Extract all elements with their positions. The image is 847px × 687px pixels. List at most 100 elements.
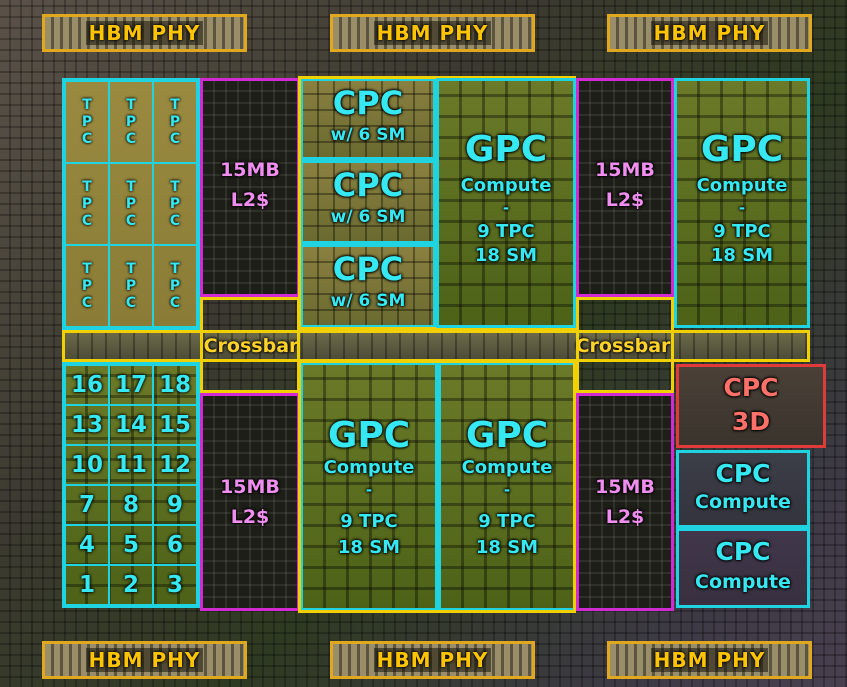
tpc-letter: T (82, 96, 92, 113)
l2-cache-bottom-left: 15MB L2$ (200, 393, 300, 611)
tpc-number-cell: 14 (109, 405, 153, 445)
bottom-center-cluster-outline (298, 360, 576, 613)
hbm-phy-top-left: HBM PHY (42, 14, 247, 52)
cpc-subtitle: w/ 6 SM (330, 125, 406, 145)
hbm-phy-label: HBM PHY (650, 648, 769, 672)
hbm-phy-label: HBM PHY (373, 21, 492, 45)
cpc-subtitle: w/ 6 SM (330, 291, 406, 311)
gpc-type: Compute (323, 457, 415, 478)
tpc-letter: P (81, 277, 93, 294)
tpc-number-cell: 13 (65, 405, 109, 445)
gpc-top-center: GPC Compute - 9 TPC 18 SM (436, 78, 576, 328)
gpc-dash: - (502, 199, 510, 217)
tpc-number-cell: 1 (65, 565, 109, 605)
hbm-phy-bottom-left: HBM PHY (42, 641, 247, 679)
tpc-letter: T (170, 260, 180, 277)
hbm-phy-bottom-right: HBM PHY (607, 641, 812, 679)
tpc-letter: T (170, 96, 180, 113)
gpc-title: GPC (700, 129, 784, 170)
cpc-3d-title: CPC (723, 373, 779, 402)
l2-name-label: L2$ (605, 506, 645, 528)
gpc-sm-count: 18 SM (710, 245, 774, 266)
tpc-number-cell: 2 (109, 565, 153, 605)
l2-cache-bottom-right: 15MB L2$ (576, 393, 674, 611)
gpc-sm-count: 18 SM (474, 245, 538, 266)
gpc-sm-count: 18 SM (337, 537, 401, 558)
cpc-3d: CPC 3D (676, 364, 826, 448)
l2-name-label: L2$ (230, 506, 270, 528)
cpc-3d-subtitle: 3D (731, 407, 771, 436)
cpc-compute-title: CPC (715, 459, 771, 488)
tpc-letter: P (169, 113, 181, 130)
cpc-sm-2: CPC w/ 6 SM (300, 160, 436, 244)
tpc-number-cell: 5 (109, 525, 153, 565)
gpc-tpc-count: 9 TPC (340, 511, 398, 532)
cpc-title: CPC (332, 166, 404, 204)
tpc-letter: C (81, 212, 93, 229)
hbm-phy-label: HBM PHY (650, 21, 769, 45)
tpc-number-cell: 17 (109, 365, 153, 405)
l2-name-label: L2$ (605, 189, 645, 211)
tpc-number-cell: 6 (153, 525, 197, 565)
tpc-letter: C (169, 212, 181, 229)
tpc-letter: C (169, 294, 181, 311)
tpc-number-cell: 4 (65, 525, 109, 565)
tpc-letter: P (125, 195, 137, 212)
cpc-title: CPC (332, 84, 404, 122)
tpc-number-cell: 10 (65, 445, 109, 485)
crossbar-junction-left (200, 297, 300, 393)
hbm-phy-top-center: HBM PHY (330, 14, 535, 52)
l2-size-label: 15MB (220, 159, 280, 181)
cpc-compute-2: CPC Compute (676, 528, 810, 608)
l2-cache-top-right: 15MB L2$ (576, 78, 674, 297)
hbm-phy-bottom-center: HBM PHY (330, 641, 535, 679)
tpc-letter: C (81, 130, 93, 147)
tpc-letter: C (169, 130, 181, 147)
tpc-letter: P (81, 195, 93, 212)
hbm-phy-label: HBM PHY (85, 648, 204, 672)
tpc-number-cell: 18 (153, 365, 197, 405)
cpc-compute-1: CPC Compute (676, 450, 810, 528)
gpc-type: Compute (460, 175, 552, 196)
l2-size-label: 15MB (595, 159, 655, 181)
tpc-letter: T (82, 178, 92, 195)
tpc-letter: P (81, 113, 93, 130)
cpc-compute-subtitle: Compute (695, 571, 791, 593)
gpc-dash: - (738, 199, 746, 217)
gpc-type: Compute (461, 457, 553, 478)
tpc-letter: P (125, 113, 137, 130)
gpc-type: Compute (696, 175, 788, 196)
tpc-letter: T (126, 96, 136, 113)
l2-size-label: 15MB (595, 476, 655, 498)
gpc-top-right: GPC Compute - 9 TPC 18 SM (674, 78, 810, 328)
gpc-sm-count: 18 SM (475, 537, 539, 558)
tpc-number-cell: 11 (109, 445, 153, 485)
tpc-letter: T (170, 178, 180, 195)
cpc-sm-1: CPC w/ 6 SM (300, 78, 436, 160)
tpc-number-cell: 16 (65, 365, 109, 405)
gpc-tpc-count: 9 TPC (713, 221, 771, 242)
gpc-dash: - (503, 481, 511, 499)
tpc-letter: C (125, 212, 137, 229)
tpc-number-cell: 15 (153, 405, 197, 445)
tpc-number-cell: 7 (65, 485, 109, 525)
cpc-title: CPC (332, 250, 404, 288)
crossbar-junction-right (576, 297, 674, 393)
tpc-letter: C (81, 294, 93, 311)
l2-size-label: 15MB (220, 476, 280, 498)
tpc-number-cell: 9 (153, 485, 197, 525)
tpc-letter: C (125, 130, 137, 147)
gpc-title: GPC (465, 415, 549, 456)
cpc-compute-title: CPC (715, 537, 771, 566)
cpc-subtitle: w/ 6 SM (330, 207, 406, 227)
